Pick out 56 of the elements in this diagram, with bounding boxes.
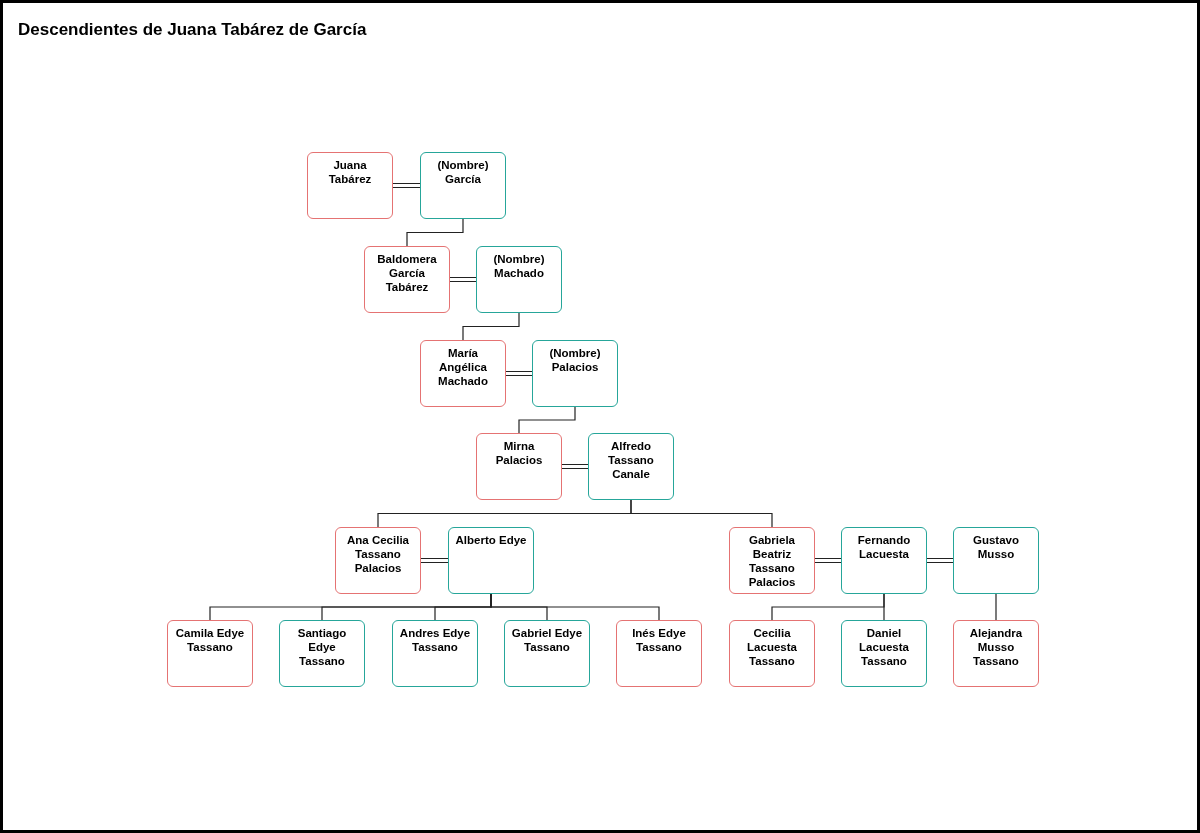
marriage-line <box>926 557 954 564</box>
person-box <box>588 433 674 500</box>
person-box <box>167 620 253 687</box>
person-name: Cecilia Lacuesta Tassano <box>746 626 798 668</box>
descent-line <box>630 499 773 528</box>
descent-line <box>462 312 520 341</box>
person-box <box>953 527 1039 594</box>
descent-line <box>883 593 885 621</box>
person-box <box>364 246 450 313</box>
marriage-line <box>420 557 449 564</box>
person-box <box>841 620 927 687</box>
person-box <box>729 620 815 687</box>
person-name: Alejandra Musso Tassano <box>968 626 1024 668</box>
person-box <box>279 620 365 687</box>
person-box <box>420 340 506 407</box>
person-box <box>335 527 421 594</box>
person-box <box>953 620 1039 687</box>
person-box <box>616 620 702 687</box>
marriage-line <box>561 463 589 470</box>
person-name: Andres Edye Tassano <box>398 626 472 654</box>
person-box <box>841 527 927 594</box>
person-name: Camila Edye Tassano <box>174 626 246 654</box>
person-box <box>476 433 562 500</box>
person-name: Alberto Edye <box>455 533 527 547</box>
person-name: Gabriel Edye Tassano <box>510 626 584 654</box>
person-box <box>392 620 478 687</box>
diagram-title: Descendientes de Juana Tabárez de García <box>18 19 367 41</box>
descent-line <box>995 593 997 621</box>
person-name: (Nombre) García <box>436 158 490 186</box>
person-name: María Angélica Machado <box>437 346 489 388</box>
marriage-line <box>392 182 421 189</box>
person-name: Gustavo Musso <box>972 533 1020 561</box>
person-name: Alfredo Tassano Canale <box>607 439 655 481</box>
descent-line <box>518 406 576 434</box>
person-name: (Nombre) Machado <box>492 252 546 280</box>
person-box <box>307 152 393 219</box>
person-box <box>448 527 534 594</box>
marriage-line <box>814 557 842 564</box>
descent-line <box>406 218 464 247</box>
person-name: Baldomera García Tabárez <box>376 252 438 294</box>
person-box <box>420 152 506 219</box>
person-name: Gabriela Beatriz Tassano Palacios <box>747 533 797 589</box>
person-box <box>532 340 618 407</box>
person-name: Ana Cecilia Tassano Palacios <box>346 533 410 575</box>
person-box <box>476 246 562 313</box>
person-box <box>504 620 590 687</box>
person-name: (Nombre) Palacios <box>548 346 602 374</box>
person-box <box>729 527 815 594</box>
person-name: Daniel Lacuesta Tassano <box>858 626 910 668</box>
marriage-line <box>505 370 533 377</box>
person-name: Santiago Edye Tassano <box>296 626 348 668</box>
person-name: Juana Tabárez <box>327 158 373 186</box>
person-name: Fernando Lacuesta <box>856 533 912 561</box>
person-name: Inés Edye Tassano <box>631 626 687 654</box>
marriage-line <box>449 276 477 283</box>
person-name: Mirna Palacios <box>494 439 544 467</box>
